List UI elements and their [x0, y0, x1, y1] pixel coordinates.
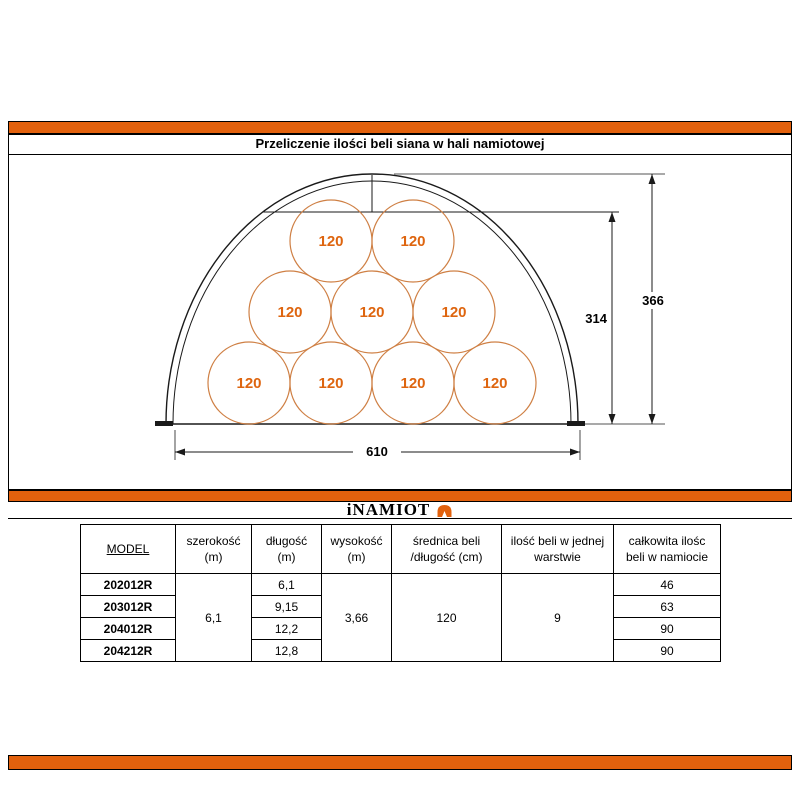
bale-diameter-label: 120	[318, 233, 343, 250]
mid-accent-bar	[8, 490, 792, 502]
brand-name: iNAMIOT	[346, 500, 431, 519]
cell-model: 203012R	[80, 595, 176, 618]
width-dim-label: 610	[366, 444, 388, 459]
col-header-wysokosc: wysokość(m)	[321, 524, 392, 574]
arrow-down-icon	[648, 414, 656, 424]
cell-szerokosc: 6,1	[175, 573, 252, 662]
bale-diameter-label: 120	[359, 304, 384, 321]
header-row: MODEL szerokość(m) długość(m) wysokość(m…	[80, 524, 721, 574]
col-header-szerokosc: szerokość(m)	[175, 524, 252, 574]
tent-icon	[437, 504, 452, 517]
bale-diameter-label: 120	[277, 304, 302, 321]
diagram-panel: Przeliczenie ilości beli siana w hali na…	[8, 134, 792, 490]
bale-diameter-label: 120	[318, 375, 343, 392]
hay-bale-circle	[453, 341, 537, 425]
cell-calkowita: 90	[613, 639, 721, 662]
page-title: Przeliczenie ilości beli siana w hali na…	[9, 135, 791, 155]
bale-diameter-label: 120	[400, 375, 425, 392]
brand-strip: iNAMIOT	[8, 500, 792, 519]
stack-height-dim-label: 314	[585, 311, 607, 326]
cell-model: 204212R	[80, 639, 176, 662]
col-header-model: MODEL	[80, 524, 176, 574]
tent-cross-section-diagram: 610 314 366 120 120 120 120	[155, 173, 668, 460]
left-foot	[155, 421, 173, 426]
table-row: 204212R 12,8 90	[80, 639, 721, 662]
bale-diameter-label: 120	[482, 375, 507, 392]
bale-diameter-label: 120	[236, 375, 261, 392]
tent-arch-outer	[165, 173, 579, 425]
bale-diameter-label: 120	[400, 233, 425, 250]
cell-calkowita: 90	[613, 617, 721, 640]
cell-dlugosc: 12,8	[251, 639, 322, 662]
cell-dlugosc: 12,2	[251, 617, 322, 640]
spec-table: MODEL szerokość(m) długość(m) wysokość(m…	[80, 524, 721, 662]
table-row: 204012R 12,2 90	[80, 617, 721, 640]
arrow-down-icon	[608, 414, 616, 424]
col-header-srednica: średnica beli/długość (cm)	[391, 524, 502, 574]
table-row: 202012R 6,1 6,1 3,66 120 9 46	[80, 573, 721, 662]
cell-wysokosc: 3,66	[321, 573, 392, 662]
cell-srednica: 120	[391, 573, 502, 662]
total-height-label-mask	[637, 292, 668, 309]
bale-diameter-label: 120	[441, 304, 466, 321]
hay-bale-circle	[371, 199, 455, 283]
arrow-up-icon	[648, 174, 656, 184]
cell-dlugosc: 9,15	[251, 595, 322, 618]
arrow-up-icon	[608, 212, 616, 222]
cell-calkowita: 63	[613, 595, 721, 618]
cell-ilosc-warstwa: 9	[501, 573, 614, 662]
cell-model: 204012R	[80, 617, 176, 640]
arrow-right-icon	[570, 448, 580, 456]
total-height-dim-label: 366	[642, 293, 664, 308]
spec-table-wrap: MODEL szerokość(m) długość(m) wysokość(m…	[80, 524, 721, 662]
top-accent-bar	[8, 121, 792, 134]
arrow-left-icon	[175, 448, 185, 456]
bottom-accent-bar	[8, 755, 792, 770]
hay-bale-circle	[412, 270, 496, 354]
cell-calkowita: 46	[613, 573, 721, 596]
right-foot	[567, 421, 585, 426]
cell-dlugosc: 6,1	[251, 573, 322, 596]
width-label-mask	[353, 443, 401, 460]
cell-model: 202012R	[80, 573, 176, 596]
table-row: 203012R 9,15 63	[80, 595, 721, 618]
col-header-dlugosc: długość(m)	[251, 524, 322, 574]
